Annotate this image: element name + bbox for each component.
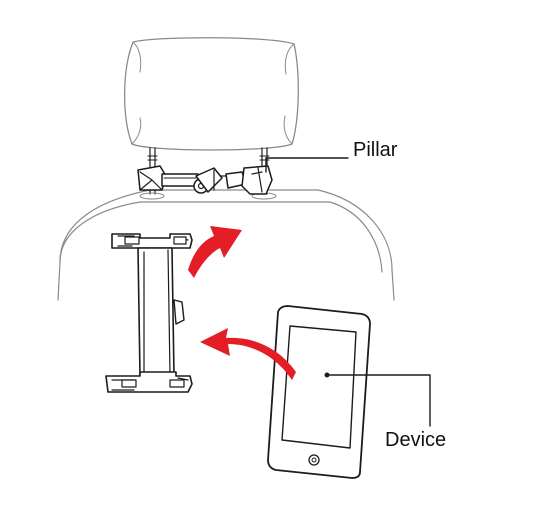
pillar-label: Pillar: [353, 139, 398, 161]
headrest-clamp: [137, 165, 273, 195]
attach-holder-arrow: [188, 226, 242, 278]
seat-back: [57, 189, 395, 301]
insert-device-arrow: [200, 328, 296, 380]
callout-lines: [265, 157, 431, 427]
device-label: Device: [385, 429, 447, 451]
tablet-device: [267, 305, 371, 479]
headrest: [124, 37, 299, 151]
attach-arrows: [188, 226, 296, 380]
tablet-holder: [105, 233, 193, 393]
device-callout-line: [326, 374, 431, 427]
